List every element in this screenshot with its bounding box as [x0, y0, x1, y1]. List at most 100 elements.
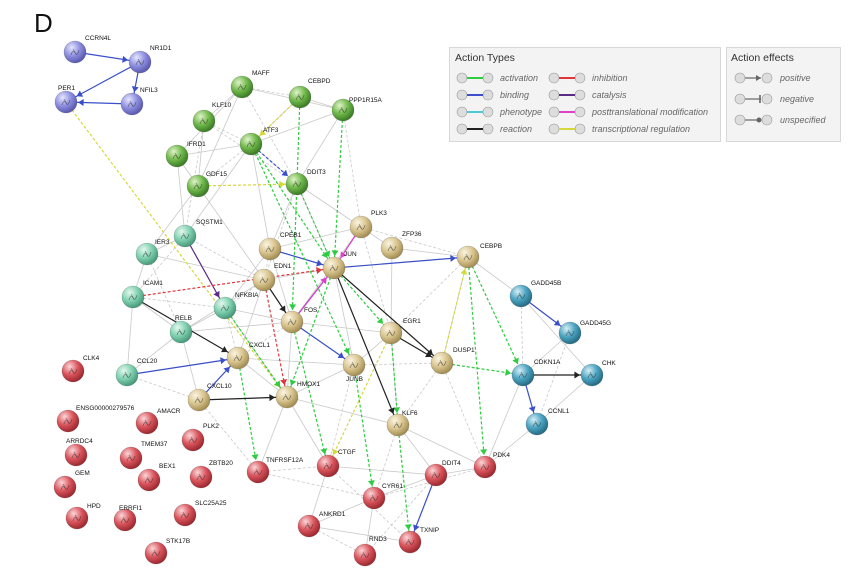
edge-activation: [286, 267, 335, 398]
node-relb[interactable]: RELB: [169, 315, 193, 344]
legend-item-reaction: reaction: [456, 123, 532, 135]
node-label: SQSTM1: [196, 219, 223, 226]
node-egr1[interactable]: EGR1: [379, 318, 421, 345]
node-plk2[interactable]: PLK2: [181, 423, 219, 452]
node-dusp1[interactable]: DUSP1: [430, 347, 475, 375]
node-label: GEM: [75, 470, 90, 477]
legend-item-label: activation: [500, 73, 539, 83]
node-cpeb1[interactable]: CPEB1: [258, 232, 302, 261]
node-cebpd[interactable]: CEBPD: [288, 78, 331, 109]
node-maff[interactable]: MAFF: [230, 70, 270, 99]
protein-structure-icon: [142, 419, 152, 427]
node-txnip[interactable]: TXNIP: [398, 527, 439, 554]
node-atf3[interactable]: ATF3: [239, 127, 279, 156]
node-klf10[interactable]: KLF10: [192, 102, 232, 133]
node-zfp36[interactable]: ZFP36: [380, 231, 422, 260]
protein-structure-icon: [246, 140, 256, 148]
node-ier3[interactable]: IER3: [135, 239, 170, 266]
node-fos[interactable]: FOS: [280, 307, 318, 334]
node-label: NFIL3: [140, 87, 158, 94]
node-ctgf[interactable]: CTGF: [316, 449, 356, 478]
node-slc25a25[interactable]: SLC25A25: [173, 500, 227, 527]
protein-structure-icon: [151, 549, 161, 557]
node-nfil3[interactable]: NFIL3: [120, 87, 158, 116]
node-label: TMEM37: [141, 441, 168, 448]
node-bex1[interactable]: BEX1: [137, 463, 176, 492]
node-chk[interactable]: CHK: [580, 360, 616, 387]
protein-structure-icon: [135, 58, 145, 66]
node-arrdc4[interactable]: ARRDC4: [64, 438, 93, 467]
node-ppp1r15a[interactable]: PPP1R15A: [331, 97, 383, 122]
node-label: IFRD1: [187, 141, 206, 148]
node-ankrd1[interactable]: ANKRD1: [297, 511, 346, 538]
node-label: FOS: [304, 307, 318, 314]
node-gadd45b[interactable]: GADD45B: [509, 280, 561, 308]
node-nfkbia[interactable]: NFKBIA: [213, 292, 259, 320]
edge-arrowhead: [213, 290, 220, 298]
node-cyr61[interactable]: CYR61: [362, 483, 403, 510]
node-edn1[interactable]: EDN1: [252, 263, 292, 292]
node-ifrd1[interactable]: IFRD1: [165, 141, 206, 168]
node-gem[interactable]: GEM: [53, 470, 90, 499]
node-jun[interactable]: JUN: [322, 251, 357, 280]
edge-transcriptional-regulation: [250, 96, 301, 145]
node-hmox1[interactable]: HMOX1: [275, 381, 321, 409]
protein-structure-icon: [180, 511, 190, 519]
association-edge: [263, 183, 298, 281]
edge-arrowhead: [505, 368, 512, 376]
protein-structure-icon: [188, 436, 198, 444]
node-zbtb20[interactable]: ZBTB20: [189, 460, 233, 489]
node-per1[interactable]: PER1: [54, 85, 78, 114]
protein-structure-icon: [393, 421, 403, 429]
node-ddit3[interactable]: DDIT3: [285, 169, 326, 196]
legend-item-catalysis: catalysis: [548, 89, 627, 101]
node-label: ARRDC4: [66, 438, 93, 445]
node-errfi1[interactable]: ERRFI1: [113, 505, 143, 532]
node-ensg[interactable]: ENSG00000279576: [56, 405, 135, 433]
node-label: CXCL10: [207, 383, 232, 390]
edge-activation: [237, 357, 259, 473]
node-label: EDN1: [274, 263, 292, 270]
node-ddit4[interactable]: DDIT4: [424, 460, 461, 487]
node-cxcl1[interactable]: CXCL1: [226, 342, 270, 370]
association-edge: [397, 362, 443, 426]
protein-structure-icon: [180, 232, 190, 240]
association-edge: [269, 248, 293, 323]
node-ccnl1[interactable]: CCNL1: [525, 408, 570, 436]
node-stk17b[interactable]: STK17B: [144, 538, 190, 565]
node-ccrn4l[interactable]: CCRN4L: [63, 35, 111, 64]
node-gadd45g[interactable]: GADD45G: [558, 320, 611, 345]
node-junb[interactable]: JUNB: [342, 353, 366, 383]
node-label: PLK2: [203, 423, 219, 430]
node-ccl20[interactable]: CCL20: [115, 358, 158, 387]
edge-arrowhead: [450, 254, 457, 262]
node-tmem37[interactable]: TMEM37: [119, 441, 168, 470]
node-amacr[interactable]: AMACR: [135, 408, 181, 435]
node-clk4[interactable]: CLK4: [61, 355, 100, 383]
node-gdf15[interactable]: GDF15: [186, 171, 227, 198]
node-sqstm1[interactable]: SQSTM1: [173, 219, 223, 248]
node-rnd3[interactable]: RND3: [353, 536, 387, 567]
protein-structure-icon: [120, 516, 130, 524]
node-cxcl10[interactable]: CXCL10: [187, 383, 232, 412]
edge-arrowhead: [404, 524, 412, 531]
node-icam1[interactable]: ICAM1: [121, 280, 163, 309]
node-cdkn1a[interactable]: CDKN1A: [511, 359, 561, 387]
node-cebpb[interactable]: CEBPB: [456, 243, 502, 269]
node-tnfrsf12a[interactable]: TNFRSF12A: [246, 457, 304, 484]
node-pdk4[interactable]: PDK4: [473, 452, 510, 479]
legend-edge-icon: [548, 89, 586, 101]
node-hpd[interactable]: HPD: [65, 503, 101, 530]
association-edge: [176, 143, 252, 157]
node-label: AMACR: [157, 408, 181, 415]
node-label: PER1: [58, 85, 75, 92]
protein-structure-icon: [68, 367, 78, 375]
legend-edge-icon: [548, 123, 586, 135]
protein-structure-icon: [437, 359, 447, 367]
node-label: ATF3: [263, 127, 279, 134]
edge-arrowhead: [343, 347, 350, 355]
legend-item-binding: binding: [456, 89, 529, 101]
node-nr1d1[interactable]: NR1D1: [128, 45, 172, 74]
node-klf6[interactable]: KLF6: [386, 410, 418, 437]
node-plk3[interactable]: PLK3: [349, 210, 387, 239]
